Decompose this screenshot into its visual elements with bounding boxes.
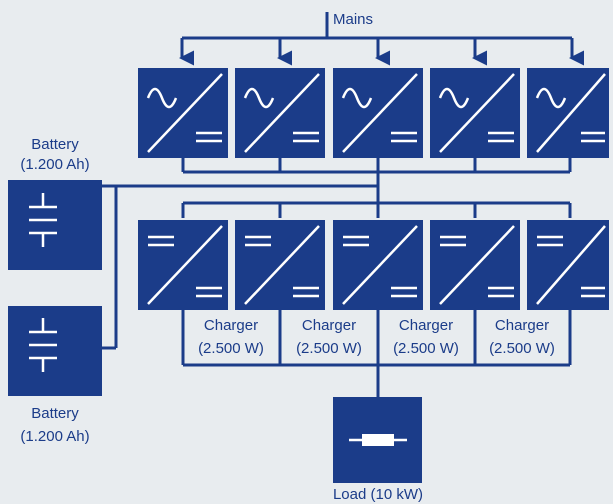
battery-icon (29, 318, 57, 372)
charger-3-label: Charger (399, 317, 453, 334)
battery-tie-wires (102, 184, 378, 350)
battery-2-capacity: (1.200 Ah) (20, 428, 89, 445)
rectifier-3 (333, 68, 423, 158)
battery-2: Battery (1.200 Ah) (8, 306, 102, 445)
converter-2 (235, 220, 325, 310)
battery-1-label: Battery (31, 136, 79, 153)
battery-2-label: Battery (31, 405, 79, 422)
rectifier-5 (527, 68, 609, 158)
battery-1: Battery (1.200 Ah) (8, 136, 102, 270)
charger-1-power: (2.500 W) (198, 340, 264, 357)
converter-4 (430, 220, 520, 310)
converter-3 (333, 220, 423, 310)
rectifier-2 (235, 68, 325, 158)
rectifier-4 (430, 68, 520, 158)
rectifier-row (138, 68, 609, 158)
ac-sine-icon (438, 87, 470, 109)
ac-sine-icon (535, 87, 567, 109)
converter-1 (138, 220, 228, 310)
converter-row (138, 220, 609, 310)
charger-bus (181, 310, 572, 397)
mains-arrows (179, 38, 584, 66)
charger-4-power: (2.500 W) (489, 340, 555, 357)
load-label: Load (10 kW) (333, 486, 423, 503)
charger-3-power: (2.500 W) (393, 340, 459, 357)
converter-5 (527, 220, 609, 310)
rectifier-1 (138, 68, 228, 158)
fuse-icon (349, 434, 407, 446)
ac-sine-icon (243, 87, 275, 109)
converter-input-bus (181, 201, 572, 218)
load: Load (10 kW) (333, 397, 423, 503)
mains-label: Mains (333, 11, 373, 28)
battery-icon (29, 193, 57, 247)
charger-labels: Charger (2.500 W) Charger (2.500 W) Char… (198, 317, 555, 357)
charger-4-label: Charger (495, 317, 549, 334)
ac-sine-icon (341, 87, 373, 109)
ac-sine-icon (146, 87, 178, 109)
charger-2-label: Charger (302, 317, 356, 334)
charger-2-power: (2.500 W) (296, 340, 362, 357)
battery-1-capacity: (1.200 Ah) (20, 156, 89, 173)
dc-output-bus (181, 158, 572, 203)
charger-1-label: Charger (204, 317, 258, 334)
